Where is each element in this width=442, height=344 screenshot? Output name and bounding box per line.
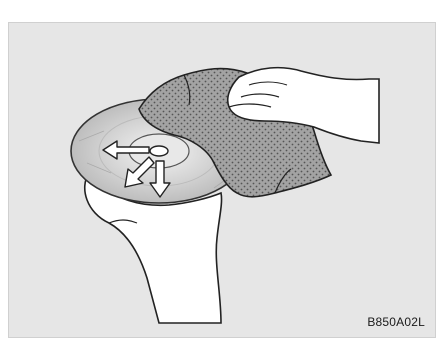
disc-cleaning-illustration	[9, 23, 436, 338]
illustration-panel: B850A02L	[8, 22, 436, 338]
figure-code: B850A02L	[367, 315, 425, 329]
